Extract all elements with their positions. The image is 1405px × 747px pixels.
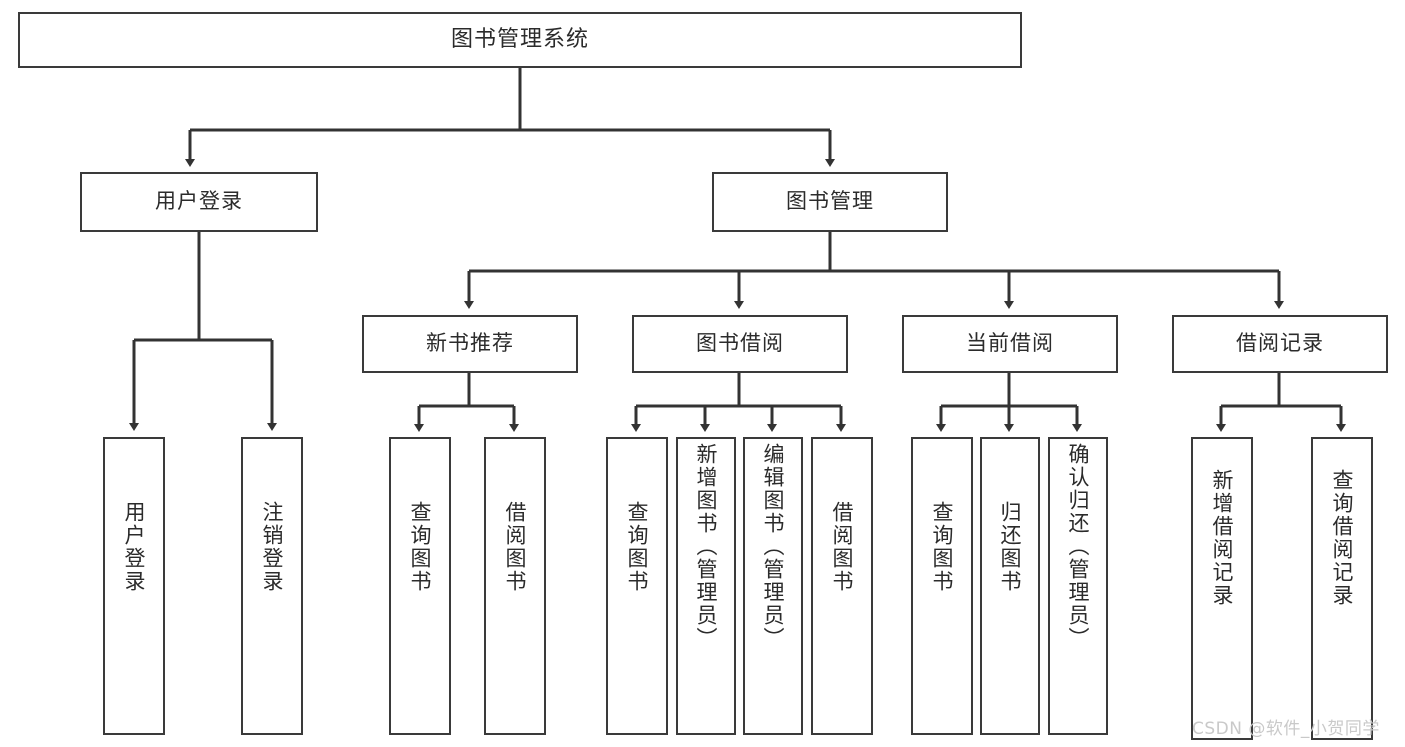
node-current-borrow-label: 当前借阅 (966, 331, 1054, 356)
leaf-borrow-record-add[interactable]: 新增借阅记录 (1191, 437, 1253, 740)
leaf-label: 编辑图书（管理员） (761, 443, 786, 650)
leaf-book-borrow-lend[interactable]: 借阅图书 (811, 437, 873, 735)
node-root-label: 图书管理系统 (450, 26, 589, 52)
node-root-system[interactable]: 图书管理系统 (18, 12, 1022, 68)
leaf-label: 查询借阅记录 (1330, 469, 1355, 607)
leaf-current-borrow-return[interactable]: 归还图书 (980, 437, 1040, 735)
leaf-label: 查询图书 (930, 501, 955, 593)
leaf-label: 用户登录 (122, 501, 147, 593)
leaf-book-borrow-add[interactable]: 新增图书（管理员） (676, 437, 736, 735)
leaf-label: 查询图书 (625, 501, 650, 593)
leaf-label: 新增借阅记录 (1210, 469, 1235, 607)
leaf-label: 归还图书 (998, 501, 1023, 593)
leaf-book-borrow-query[interactable]: 查询图书 (606, 437, 668, 735)
leaf-label: 查询图书 (408, 501, 433, 593)
node-book-management-label: 图书管理 (786, 189, 874, 214)
node-new-book-recommend[interactable]: 新书推荐 (362, 315, 578, 373)
leaf-label: 注销登录 (260, 501, 285, 593)
node-book-management[interactable]: 图书管理 (712, 172, 948, 232)
node-borrow-record[interactable]: 借阅记录 (1172, 315, 1388, 373)
leaf-user-login-signin[interactable]: 用户登录 (103, 437, 165, 735)
leaf-book-borrow-edit[interactable]: 编辑图书（管理员） (743, 437, 803, 735)
leaf-label: 确认归还（管理员） (1066, 443, 1091, 650)
node-user-login-label: 用户登录 (155, 189, 243, 214)
node-borrow-record-label: 借阅记录 (1236, 331, 1324, 356)
leaf-user-login-signout[interactable]: 注销登录 (241, 437, 303, 735)
leaf-current-borrow-query[interactable]: 查询图书 (911, 437, 973, 735)
node-user-login[interactable]: 用户登录 (80, 172, 318, 232)
leaf-label: 借阅图书 (503, 501, 528, 593)
node-new-book-recommend-label: 新书推荐 (426, 331, 514, 356)
leaf-borrow-record-query[interactable]: 查询借阅记录 (1311, 437, 1373, 740)
node-book-borrow-label: 图书借阅 (696, 331, 784, 356)
leaf-label: 借阅图书 (830, 501, 855, 593)
leaf-new-book-query[interactable]: 查询图书 (389, 437, 451, 735)
csdn-watermark: CSDN @软件_小贺同学 (1192, 719, 1380, 739)
leaf-current-borrow-confirm[interactable]: 确认归还（管理员） (1048, 437, 1108, 735)
node-book-borrow[interactable]: 图书借阅 (632, 315, 848, 373)
leaf-new-book-borrow[interactable]: 借阅图书 (484, 437, 546, 735)
node-current-borrow[interactable]: 当前借阅 (902, 315, 1118, 373)
leaf-label: 新增图书（管理员） (694, 443, 719, 650)
